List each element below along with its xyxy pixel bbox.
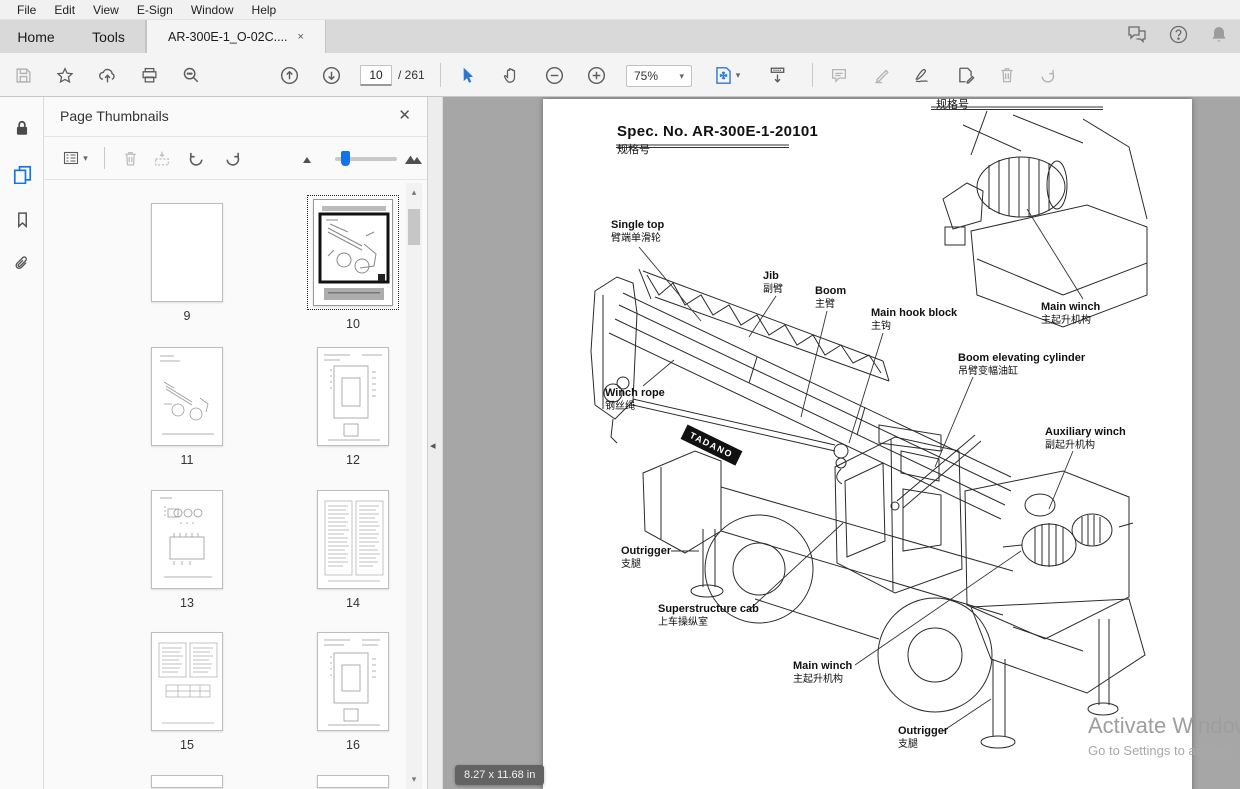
- thumbnail-size-slider[interactable]: [335, 157, 397, 161]
- page-total-label: / 261: [398, 68, 425, 82]
- share-feedback-icon[interactable]: [1127, 25, 1147, 48]
- thumbnail-page-15[interactable]: 15: [104, 632, 270, 752]
- thumbnails-larger-icon[interactable]: [402, 146, 426, 170]
- scroll-up-icon[interactable]: ▴: [406, 187, 422, 198]
- menu-bar: File Edit View E-Sign Window Help: [0, 0, 1240, 20]
- rotate-counterclockwise-icon[interactable]: [184, 146, 208, 170]
- toolbar: / 261 75% ▾ ▾: [0, 53, 1240, 97]
- star-favorite-icon[interactable]: [52, 62, 78, 88]
- thumbnail-page-11[interactable]: 11: [104, 347, 270, 467]
- label-outrigger-front: Outrigger支腿: [621, 545, 671, 571]
- scrollbar-thumb[interactable]: [408, 209, 420, 245]
- fit-page-icon[interactable]: ▾: [708, 62, 746, 88]
- menu-file[interactable]: File: [8, 3, 45, 17]
- thumbnail-number: 15: [104, 738, 270, 752]
- delete-pages-icon[interactable]: [994, 62, 1020, 88]
- panel-close-icon[interactable]: ✕: [398, 106, 411, 124]
- panel-title: Page Thumbnails: [60, 108, 169, 124]
- activate-windows-watermark: Activate Windows: [1088, 713, 1240, 739]
- label-boom: Boom主臂: [815, 285, 846, 311]
- navigation-rail: [0, 97, 44, 789]
- notifications-bell-icon[interactable]: [1210, 25, 1228, 49]
- fill-sign-icon[interactable]: [952, 62, 978, 88]
- cloud-upload-icon[interactable]: [94, 62, 120, 88]
- scroll-down-icon[interactable]: ▾: [406, 774, 422, 785]
- label-boom-elevating-cylinder: Boom elevating cylinder吊臂变幅油缸: [958, 352, 1085, 378]
- tab-bar: Home Tools AR-300E-1_O-02C.... ×: [0, 20, 1240, 53]
- panel-collapse-rail[interactable]: ◂: [428, 97, 443, 789]
- thumbnail-page-13[interactable]: 13: [104, 490, 270, 610]
- label-jib: Jib副臂: [763, 270, 783, 296]
- label-main-winch-inset: Main winch主起升机构: [1041, 301, 1100, 327]
- tab-document[interactable]: AR-300E-1_O-02C.... ×: [146, 20, 326, 53]
- thumbnail-number: 9: [104, 309, 270, 323]
- label-main-hook-block: Main hook block主钩: [871, 307, 957, 333]
- print-icon[interactable]: [136, 62, 162, 88]
- tab-document-label: AR-300E-1_O-02C....: [168, 30, 288, 44]
- next-page-icon[interactable]: [318, 62, 344, 88]
- extract-page-icon[interactable]: [150, 146, 174, 170]
- select-tool-icon[interactable]: [454, 62, 480, 88]
- document-viewport[interactable]: Spec. No. AR-300E-1-20101 规格号 规格号: [443, 97, 1240, 789]
- comment-icon[interactable]: [826, 62, 852, 88]
- thumbnails-smaller-icon[interactable]: [296, 146, 320, 170]
- tab-tools[interactable]: Tools: [72, 20, 146, 53]
- lock-icon[interactable]: [11, 117, 33, 139]
- bookmarks-icon[interactable]: [11, 209, 33, 231]
- menu-edit[interactable]: Edit: [45, 3, 84, 17]
- thumbnail-number: 11: [104, 453, 270, 467]
- page-thumbnails-icon[interactable]: [11, 163, 33, 185]
- zoom-level-dropdown[interactable]: 75% ▾: [626, 65, 692, 87]
- menu-window[interactable]: Window: [182, 3, 243, 17]
- label-outrigger-rear: Outrigger支腿: [898, 725, 948, 751]
- label-winch-rope: Winch rope钢丝绳: [605, 387, 665, 413]
- tab-close-icon[interactable]: ×: [298, 31, 304, 43]
- label-main-winch: Main winch主起升机构: [793, 660, 852, 686]
- label-single-top: Single top臂端单滑轮: [611, 219, 664, 245]
- menu-view[interactable]: View: [84, 3, 128, 17]
- highlight-icon[interactable]: [868, 62, 894, 88]
- thumbnail-page-9[interactable]: 9: [104, 203, 270, 323]
- rotate-clockwise-icon[interactable]: [220, 146, 244, 170]
- thumbnail-page-17-partial[interactable]: [104, 775, 270, 788]
- collapse-arrow-icon[interactable]: ◂: [430, 439, 436, 452]
- activate-windows-watermark-line2: Go to Settings to activate: [1088, 743, 1233, 758]
- tab-home[interactable]: Home: [0, 20, 72, 53]
- page-thumbnails-panel: Page Thumbnails ✕ ▾ 9 10 11 12 13: [44, 97, 428, 789]
- thumbnail-number: 13: [104, 596, 270, 610]
- menu-esign[interactable]: E-Sign: [128, 3, 182, 17]
- slider-thumb[interactable]: [341, 151, 350, 166]
- zoom-in-icon[interactable]: [583, 62, 609, 88]
- page-size-tooltip: 8.27 x 11.68 in: [455, 765, 544, 785]
- save-icon[interactable]: [10, 62, 36, 88]
- attachments-icon[interactable]: [11, 253, 33, 275]
- menu-help[interactable]: Help: [243, 3, 286, 17]
- previous-page-icon[interactable]: [276, 62, 302, 88]
- find-icon[interactable]: [178, 62, 204, 88]
- pdf-page[interactable]: Spec. No. AR-300E-1-20101 规格号 规格号: [543, 99, 1192, 789]
- thumbnail-scrollbar[interactable]: ▴ ▾: [406, 183, 422, 789]
- sign-pen-icon[interactable]: [910, 62, 936, 88]
- zoom-level-value: 75%: [634, 69, 658, 83]
- label-auxiliary-winch: Auxiliary winch副起升机构: [1045, 426, 1126, 452]
- zoom-out-icon[interactable]: [541, 62, 567, 88]
- label-superstructure-cab: Superstructure cab上车操纵室: [658, 603, 759, 629]
- scrolling-mode-icon[interactable]: [764, 62, 790, 88]
- help-icon[interactable]: [1169, 25, 1188, 49]
- redo-icon[interactable]: [1034, 62, 1060, 88]
- thumbnail-options-icon[interactable]: ▾: [56, 146, 94, 170]
- zoom-caret-icon: ▾: [679, 71, 684, 82]
- hand-tool-icon[interactable]: [498, 62, 524, 88]
- page-number-input[interactable]: [360, 65, 392, 86]
- delete-page-icon[interactable]: [118, 146, 142, 170]
